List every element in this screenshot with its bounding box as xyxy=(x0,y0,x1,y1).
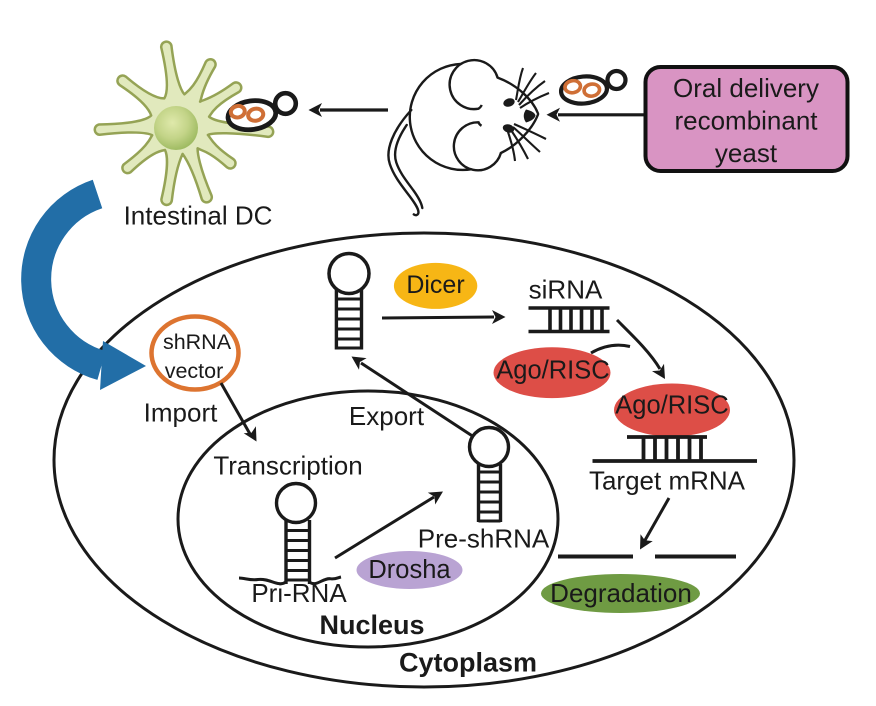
svg-text:recombinant: recombinant xyxy=(674,106,818,136)
svg-text:Degradation: Degradation xyxy=(550,578,692,608)
svg-text:Ago/RISC: Ago/RISC xyxy=(615,392,728,420)
svg-text:Nucleus: Nucleus xyxy=(319,610,424,640)
svg-text:Ago/RISC: Ago/RISC xyxy=(496,357,609,385)
svg-text:shRNA: shRNA xyxy=(163,330,232,354)
svg-text:Import: Import xyxy=(144,398,218,428)
svg-text:Oral delivery: Oral delivery xyxy=(673,73,819,103)
svg-text:Drosha: Drosha xyxy=(368,556,451,584)
svg-text:yeast: yeast xyxy=(715,138,778,168)
svg-text:Intestinal DC: Intestinal DC xyxy=(124,201,273,231)
svg-text:Transcription: Transcription xyxy=(213,451,362,481)
svg-text:Pri-RNA: Pri-RNA xyxy=(251,578,347,608)
svg-text:Export: Export xyxy=(349,401,425,431)
svg-text:siRNA: siRNA xyxy=(529,275,603,305)
svg-text:Cytoplasm: Cytoplasm xyxy=(399,648,537,678)
svg-text:vector: vector xyxy=(165,359,224,383)
svg-text:Pre-shRNA: Pre-shRNA xyxy=(418,524,550,554)
svg-text:Dicer: Dicer xyxy=(406,271,464,299)
svg-text:Target mRNA: Target mRNA xyxy=(589,466,746,496)
